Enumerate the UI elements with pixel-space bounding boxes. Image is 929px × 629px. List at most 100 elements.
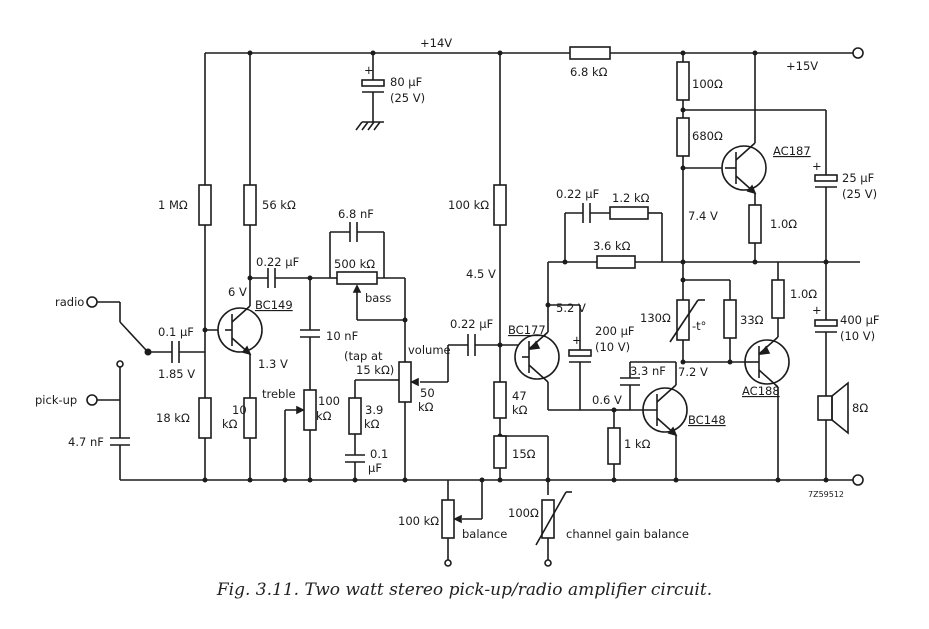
r-tap1-label: 3.9 [365,403,383,417]
pot-treble1-label: 100 [318,394,340,408]
r-coll-label: 56 kΩ [262,198,296,212]
q1-collector-network [243,53,330,480]
feedback-network [545,203,860,332]
v-q3b-label: 0.6 V [592,393,622,407]
c-bass-label: 6.8 nF [338,207,374,221]
c-decoup-v-label: (25 V) [390,91,425,105]
q5-label: AC188 [742,384,780,398]
r-33-label: 33Ω [740,313,764,327]
c-coupling2-label: 0.22 µF [450,317,493,331]
c-pickup-label: 4.7 nF [68,435,104,449]
r-bias2-label: 18 kΩ [156,411,190,425]
balance-network [441,480,572,567]
v-q2-label: 5.2 V [556,301,586,315]
speaker-label: 8Ω [852,401,868,415]
pot-bass-label: 500 kΩ [334,257,375,271]
ground-rail [120,474,864,486]
supply-rail [205,46,864,60]
v-q1e-label: 1.3 V [258,357,288,371]
r-out1-label: 1.0Ω [770,217,797,231]
pot-cgb-label: 100Ω [508,506,539,520]
bootstrap-capacitor [548,304,614,411]
output-bias-network [669,53,826,365]
c-supply-v-label: (25 V) [842,187,877,201]
r-tap2-label: kΩ [364,417,380,431]
q2-label: BC177 [508,323,546,337]
transistor-q5 [744,262,790,480]
tap-text2: 15 kΩ) [356,363,394,377]
c-decoup-label: 80 µF [390,75,422,89]
tap-text1: (tap at [344,349,383,363]
q1-label: BC149 [255,298,293,312]
pot-balance-label: 100 kΩ [398,514,439,528]
c-tap2-label: µF [368,461,382,475]
bass-label: bass [365,291,391,305]
r-q2bias-label: 100 kΩ [448,198,489,212]
q2-input-network [467,53,549,495]
r-fb2-label: 3.6 kΩ [593,239,631,253]
supply-label-14v: +14V [420,36,452,50]
c-fb-label: 0.22 µF [556,187,599,201]
drawing-code: 7Z59512 [808,490,844,499]
c-boot-plus: + [572,333,582,347]
pickup-label: pick-up [35,393,77,407]
c-treble-label: 10 nF [326,329,358,343]
treble-label: treble [262,387,296,401]
c-tap1-label: 0.1 [370,447,388,461]
r-bias1-label: 1 MΩ [158,198,188,212]
cgb-label: channel gain balance [566,527,689,541]
v-72-label: 7.2 V [678,365,708,379]
q1-bias-network [198,53,225,480]
c-out-v-label: (10 V) [840,329,875,343]
c-decoup-plus: + [364,63,374,77]
v-74-label: 7.4 V [688,209,718,223]
c-supply-label: 25 µF [842,171,874,185]
volume-network [345,344,468,480]
r-q3e-label: 1 kΩ [624,437,651,451]
q4-label: AC187 [773,144,811,158]
ntc-label: 130Ω [640,311,671,325]
ntc-symbol-label: -t° [692,319,706,333]
r-emit2-label: kΩ [222,417,238,431]
v-q2c-label: 4.5 V [466,267,496,281]
r-100-label: 100Ω [692,77,723,91]
c-out-plus: + [812,303,822,317]
pot-volume2-label: kΩ [418,400,434,414]
pot-treble2-label: kΩ [316,409,332,423]
c-out-label: 400 µF [840,313,880,327]
r-out2-label: 1.0Ω [790,287,817,301]
output-network [814,110,849,480]
balance-label: balance [462,527,507,541]
supply-label-15v: +15V [786,59,818,73]
c-q3-label: 3.3 nF [630,364,666,378]
r-q2e3-label: 15Ω [512,447,536,461]
input-capacitor [148,341,205,363]
v-q1c-label: 6 V [228,285,247,299]
radio-label: radio [55,295,84,309]
pickup-input [86,360,130,480]
radio-input [86,296,152,356]
v-q1b-label: 1.85 V [158,367,195,381]
transistor-q3 [630,362,688,480]
r-supply-label: 6.8 kΩ [570,65,608,79]
bass-network [329,222,408,362]
decoupling-capacitor [355,53,385,131]
c-supply-plus: + [812,159,822,173]
pot-volume1-label: 50 [420,386,435,400]
r-680-label: 680Ω [692,129,723,143]
q3-label: BC148 [688,413,726,427]
figure-caption: Fig. 3.11. Two watt stereo pick-up/radio… [216,580,713,600]
r-q2e2-label: kΩ [512,403,528,417]
volume-label: volume [408,343,451,357]
r-emit1-label: 10 [232,403,247,417]
transistor-q4 [721,53,767,262]
q3-network [547,361,676,480]
c-boot-v-label: (10 V) [595,340,630,354]
transistor-q1 [217,305,263,356]
r-q2e1-label: 47 [512,389,527,403]
transistor-q2 [514,331,560,383]
c-coupling1-label: 0.22 µF [256,255,299,269]
r-fb1-label: 1.2 kΩ [612,191,650,205]
treble-network [284,278,320,480]
